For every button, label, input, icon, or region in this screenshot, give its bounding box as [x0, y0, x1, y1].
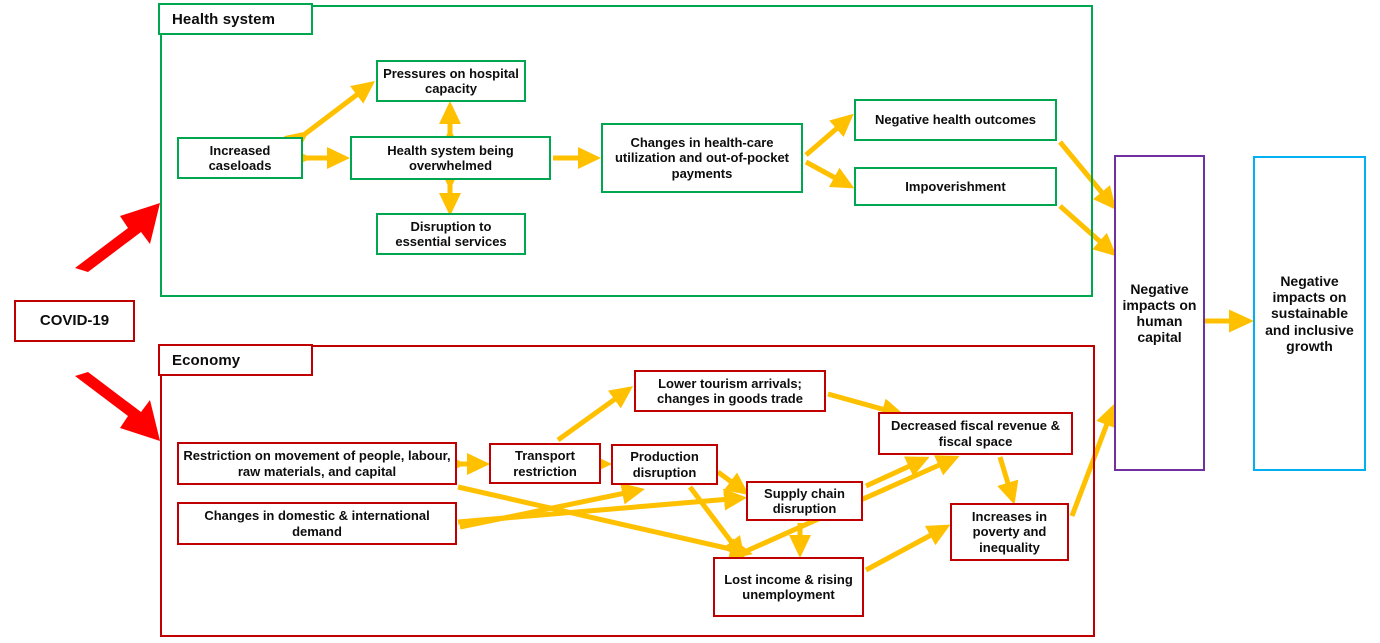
covid-arrow-to-health: [75, 203, 160, 272]
node-production-disruption[interactable]: Production disruption: [611, 444, 718, 485]
economy-container: [160, 345, 1095, 637]
node-restriction-on-movement[interactable]: Restriction on movement of people, labou…: [177, 442, 457, 485]
node-impoverishment[interactable]: Impoverishment: [854, 167, 1057, 206]
covid-arrow-to-economy: [75, 372, 160, 441]
node-lost-income-rising-unemployment[interactable]: Lost income & rising unemployment: [713, 557, 864, 617]
economy-arrows: [443, 386, 1117, 573]
node-lower-tourism-arrivals[interactable]: Lower tourism arrivals; changes in goods…: [634, 370, 826, 412]
health-system-container: [160, 5, 1093, 297]
covid-19-source-box[interactable]: COVID-19: [14, 300, 135, 342]
node-supply-chain-disruption[interactable]: Supply chain disruption: [746, 481, 863, 521]
node-decreased-fiscal-revenue[interactable]: Decreased fiscal revenue & fiscal space: [878, 412, 1073, 455]
covid-source-arrows: [75, 203, 160, 441]
node-disruption-to-essential-services[interactable]: Disruption to essential services: [376, 213, 526, 255]
node-pressures-on-hospital-capacity[interactable]: Pressures on hospital capacity: [376, 60, 526, 102]
node-negative-impacts-on-growth[interactable]: Negative impacts on sustainable and incl…: [1253, 156, 1366, 471]
node-negative-impacts-on-human-capital[interactable]: Negative impacts on human capital: [1114, 155, 1205, 471]
health-system-group-label: Health system: [158, 3, 313, 35]
node-negative-health-outcomes[interactable]: Negative health outcomes: [854, 99, 1057, 141]
node-changes-in-demand[interactable]: Changes in domestic & international dema…: [177, 502, 457, 545]
health-arrows: [284, 80, 1117, 257]
economy-group-label: Economy: [158, 344, 313, 376]
node-increased-caseloads[interactable]: Increased caseloads: [177, 137, 303, 179]
node-changes-in-health-care-utilization[interactable]: Changes in health-care utilization and o…: [601, 123, 803, 193]
node-transport-restriction[interactable]: Transport restriction: [489, 443, 601, 484]
node-health-system-being-overwhelmed[interactable]: Health system being overwhelmed: [350, 136, 551, 180]
node-increases-in-poverty-and-inequality[interactable]: Increases in poverty and inequality: [950, 503, 1069, 561]
